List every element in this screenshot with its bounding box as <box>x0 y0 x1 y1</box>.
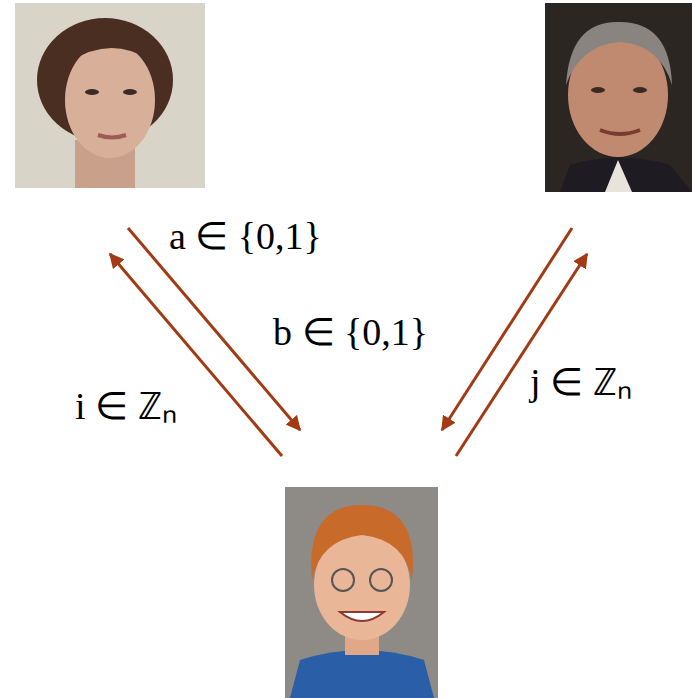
portrait-mouth <box>600 130 640 134</box>
arrow-line <box>456 254 587 456</box>
portrait-suit <box>560 158 692 193</box>
variable-label: a ∈ {0,1} <box>166 216 325 258</box>
portrait-eye <box>591 87 605 93</box>
portrait-mouth <box>340 612 384 621</box>
portrait-background <box>545 3 692 192</box>
portrait-eye <box>85 89 99 95</box>
variable-label: i ∈ ℤₙ <box>72 386 180 428</box>
portrait-face <box>65 42 155 158</box>
portrait <box>285 487 438 698</box>
portrait-mouth <box>98 135 126 138</box>
variable-label: j ∈ ℤₙ <box>527 362 635 404</box>
portrait-eye <box>123 89 137 95</box>
portrait-shirt <box>290 650 434 698</box>
portrait-hair <box>68 34 150 62</box>
portrait <box>15 3 205 188</box>
portrait-hair <box>566 22 672 85</box>
portrait <box>545 3 692 192</box>
portrait-glasses <box>370 569 392 591</box>
portrait-hair <box>311 505 413 580</box>
portrait-eye <box>633 87 647 93</box>
portrait-shirt <box>605 160 632 192</box>
portrait-background <box>285 487 438 698</box>
portrait-glasses <box>332 569 354 591</box>
variable-label: b ∈ {0,1} <box>270 312 431 354</box>
portrait-background <box>15 3 205 188</box>
